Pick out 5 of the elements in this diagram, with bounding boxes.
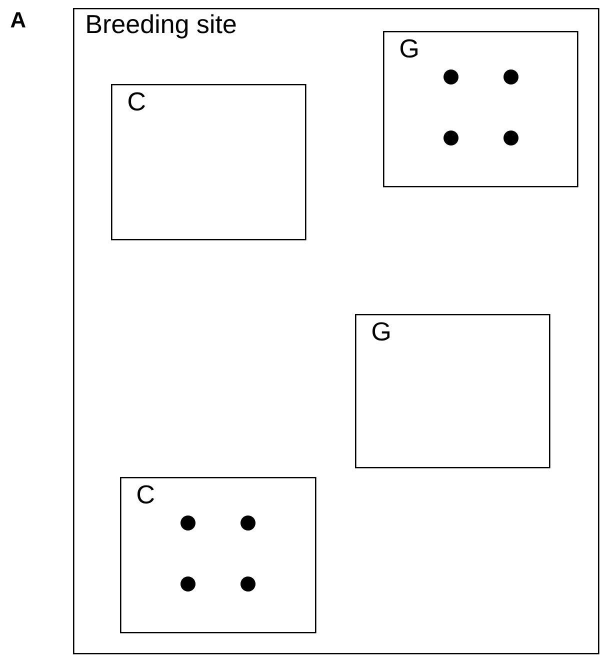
site-box: C <box>120 477 316 634</box>
site-box: C <box>111 84 306 240</box>
panel-letter: A <box>10 12 26 28</box>
site-box: G <box>383 31 578 188</box>
site-box: G <box>355 314 550 468</box>
